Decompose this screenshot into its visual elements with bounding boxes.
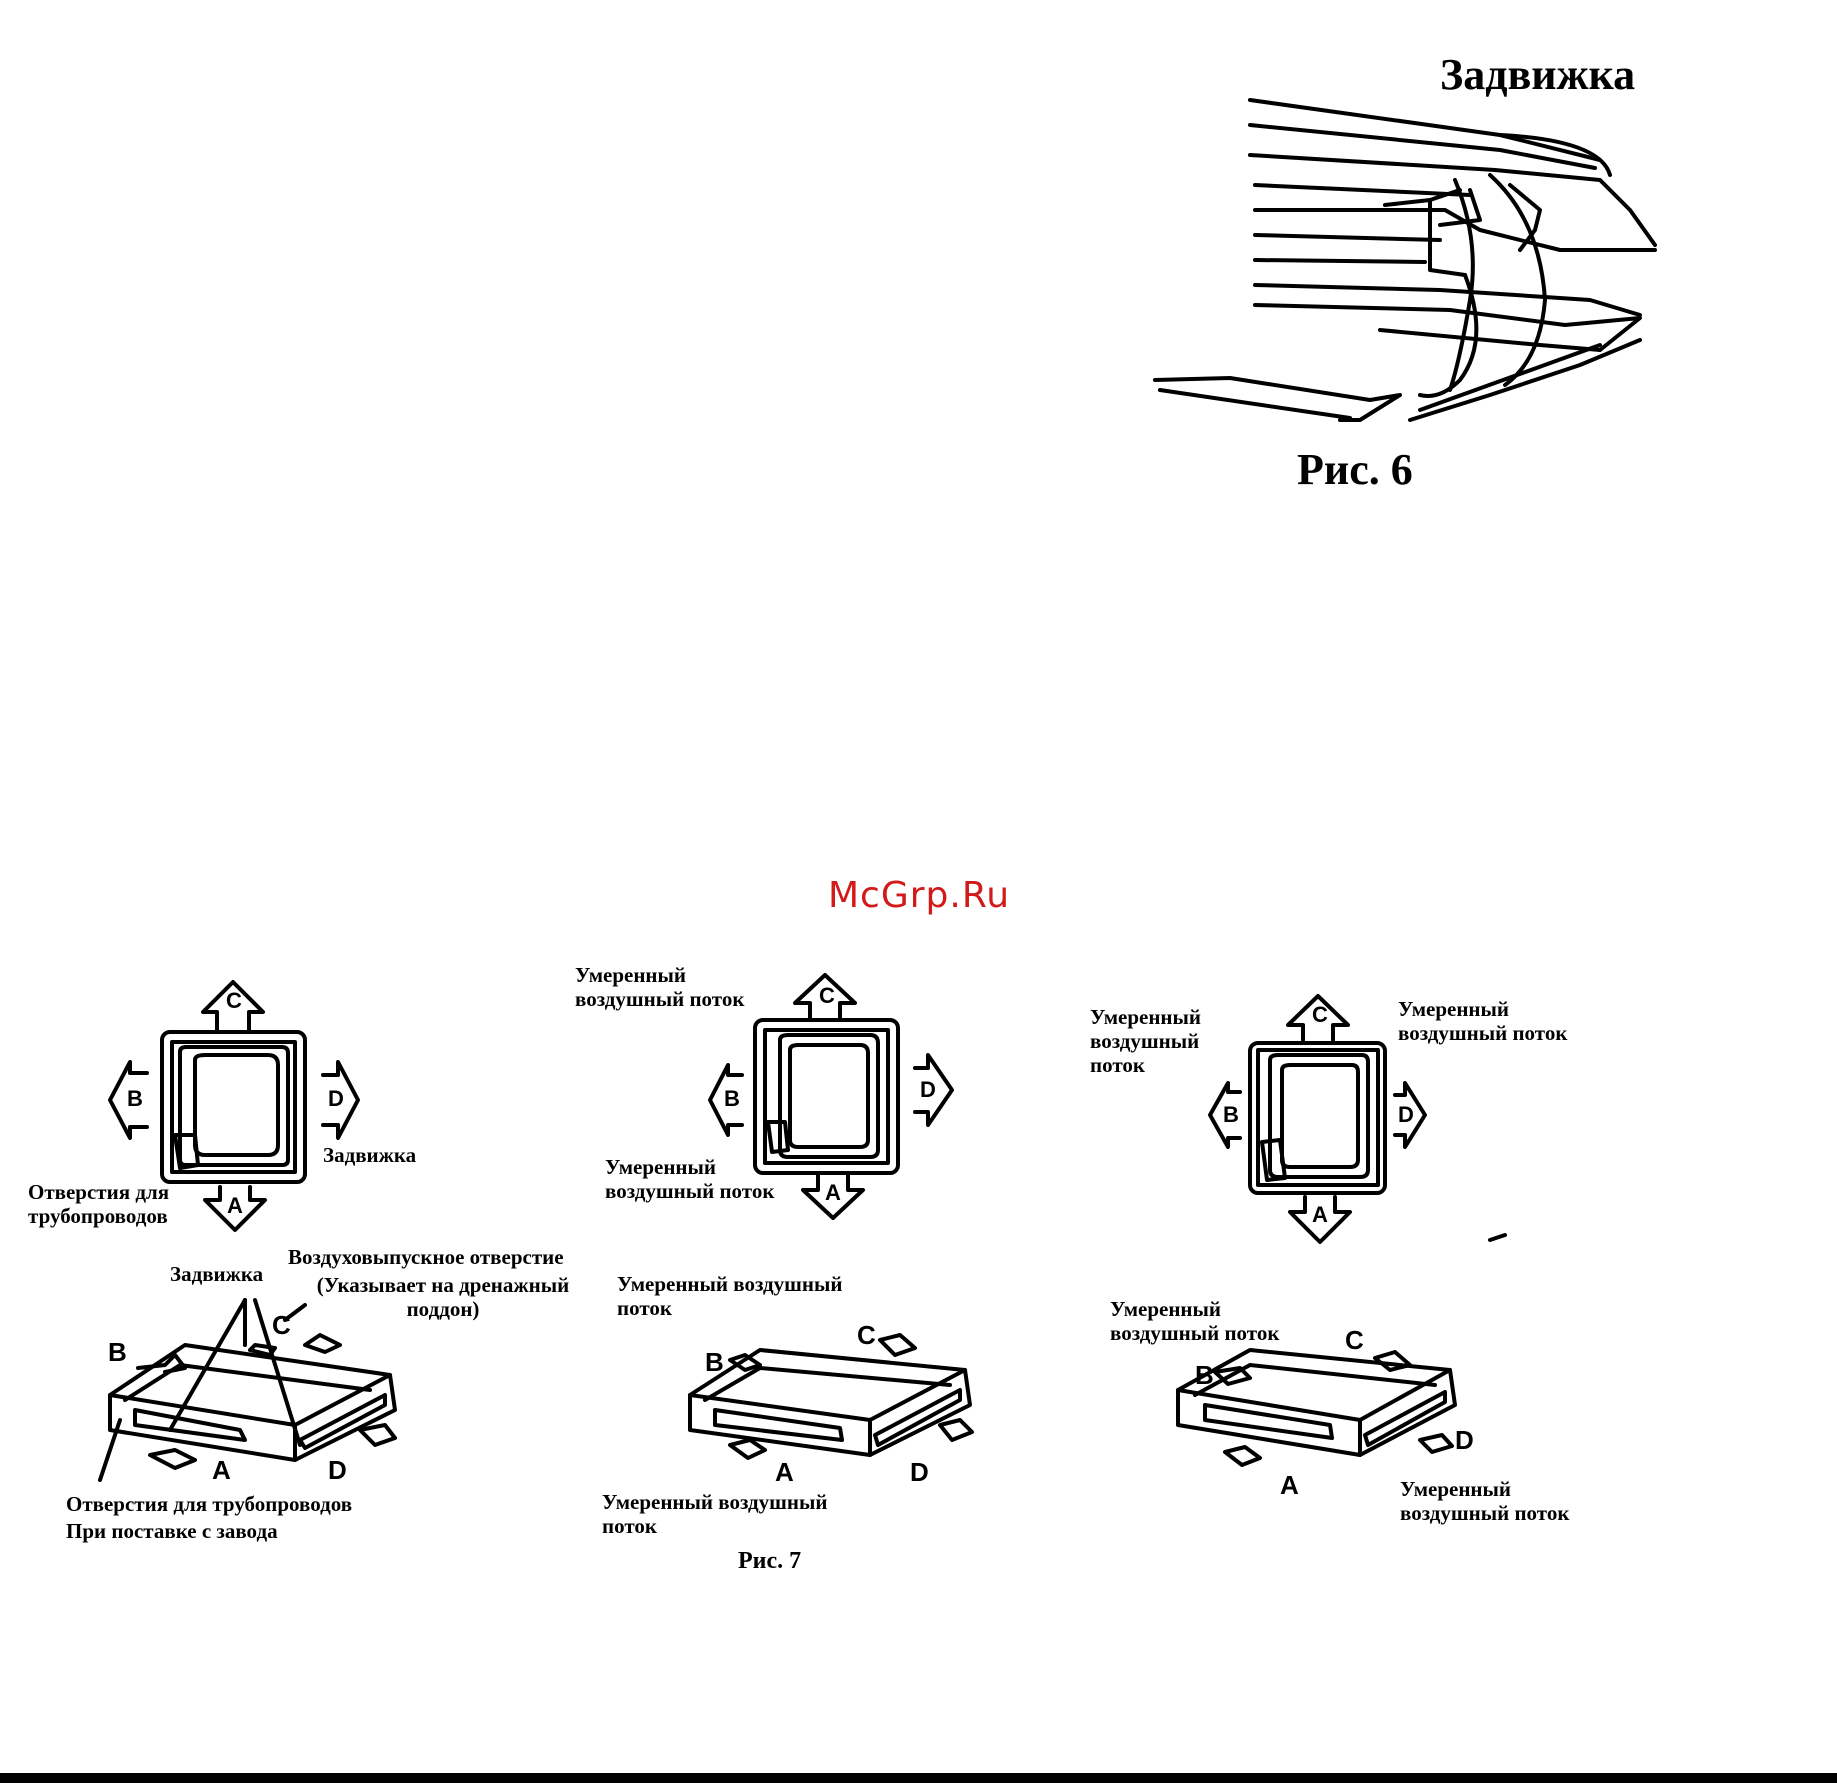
iso2-letter-c: C [857, 1320, 876, 1350]
iso1-pipe-holes-label: Отверстия для трубопроводов [66, 1492, 353, 1516]
d2-arrow-d: D [920, 1077, 936, 1102]
d3-arrow-d: D [1398, 1102, 1414, 1127]
iso3-letter-b: B [1195, 1360, 1214, 1390]
d1-arrow-d: D [328, 1086, 344, 1111]
d1-arrow-b: B [127, 1086, 143, 1111]
fig6-caption: Рис. 6 [1297, 445, 1413, 494]
d2-flow-a-label: Умеренный воздушный поток [605, 1155, 775, 1204]
d2-arrow-a: A [825, 1180, 841, 1205]
d2-arrow-b: B [724, 1086, 740, 1111]
iso3-letter-d: D [1455, 1425, 1474, 1455]
fig7-caption: Рис. 7 [738, 1548, 802, 1574]
d3-arrow-a: A [1312, 1202, 1328, 1227]
d1-arrow-a: A [227, 1193, 243, 1218]
iso2-flow-top-label: Умеренный воздушный поток [617, 1272, 843, 1321]
watermark: McGrp.Ru [828, 875, 1011, 916]
iso2-letter-b: B [705, 1347, 724, 1377]
iso3-letter-c: C [1345, 1325, 1364, 1355]
d1-latch-label: Задвижка [323, 1143, 417, 1167]
iso3-flow-top-label: Умеренный воздушный поток [1110, 1297, 1280, 1346]
iso1-factory-label: При поставке с завода [66, 1519, 278, 1543]
iso3-letter-a: A [1280, 1470, 1299, 1500]
d1-pipe-holes-label: Отверстия для трубопроводов [28, 1180, 170, 1229]
iso1-outlet-note: (Указывает на дренажный поддон) [316, 1273, 570, 1322]
iso2-flow-bottom-label: Умеренный воздушный поток [602, 1490, 828, 1539]
iso1-latch-label: Задвижка [170, 1262, 264, 1286]
d3-arrow-b: B [1223, 1102, 1239, 1127]
iso2-letter-d: D [910, 1457, 929, 1487]
iso2-letter-a: A [775, 1457, 794, 1487]
iso1-letter-c: C [272, 1310, 291, 1340]
d1-arrow-c: C [226, 988, 242, 1013]
fig6-latch-label: Задвижка [1440, 50, 1636, 99]
d3-flow-b-label: Умеренный воздушный поток [1090, 1005, 1202, 1078]
d3-arrow-c: C [1312, 1002, 1328, 1027]
bottom-rule [0, 1773, 1837, 1783]
iso1-letter-a: A [212, 1455, 231, 1485]
d2-arrow-c: C [819, 983, 835, 1008]
iso1-letter-d: D [328, 1455, 347, 1485]
d3-flow-d-label: Умеренный воздушный поток [1398, 997, 1568, 1046]
iso1-letter-b: B [108, 1337, 127, 1367]
iso3-flow-bottom-label: Умеренный воздушный поток [1400, 1477, 1570, 1526]
iso1-outlet-label: Воздуховыпускное отверстие [288, 1245, 564, 1269]
d2-flow-c-label: Умеренный воздушный поток [575, 963, 745, 1012]
